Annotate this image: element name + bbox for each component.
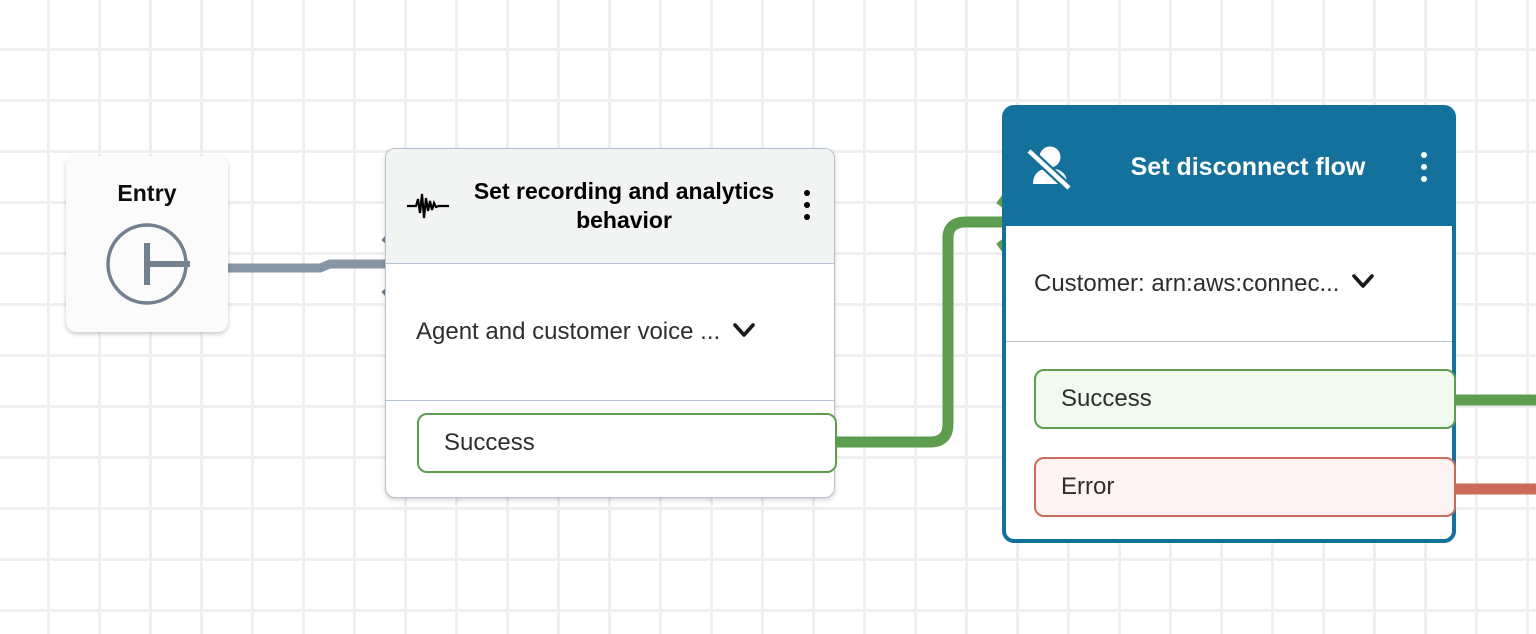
audio-waveform-icon — [406, 191, 450, 221]
node-set-disconnect-flow[interactable]: Set disconnect flow Customer: arn:aws:co… — [1002, 105, 1456, 543]
node-set-recording-and-analytics-behavior[interactable]: Set recording and analytics behavior Age… — [385, 148, 837, 498]
output-port-success[interactable]: Success — [417, 413, 837, 473]
disconnect-select-row[interactable]: Customer: arn:aws:connec... — [1006, 226, 1452, 342]
disconnect-node-title: Set disconnect flow — [1130, 152, 1366, 181]
disconnect-select-value: Customer: arn:aws:connec... — [1034, 269, 1340, 297]
node-entry[interactable]: Entry — [66, 156, 228, 332]
chevron-down-icon[interactable] — [1351, 273, 1375, 294]
disconnect-node-header: Set disconnect flow — [1005, 108, 1453, 226]
kebab-menu-icon[interactable] — [804, 190, 810, 220]
output-port-label: Error — [1061, 473, 1115, 500]
disconnect-outputs: Success Error — [1006, 342, 1456, 538]
recording-select-value: Agent and customer voice ... — [416, 318, 721, 345]
person-slash-icon — [1023, 143, 1075, 191]
kebab-menu-icon[interactable] — [1421, 152, 1427, 182]
output-port-error[interactable]: Error — [1034, 457, 1456, 517]
output-port-success[interactable]: Success — [1034, 369, 1456, 429]
entry-circle-icon — [104, 221, 190, 312]
entry-title: Entry — [117, 180, 177, 206]
output-port-label: Success — [1061, 385, 1152, 412]
chevron-down-icon[interactable] — [732, 322, 756, 343]
recording-node-header: Set recording and analytics behavior — [386, 149, 834, 264]
recording-node-title: Set recording and analytics behavior — [473, 177, 775, 233]
recording-outputs: Success — [386, 401, 837, 497]
recording-select-row[interactable]: Agent and customer voice ... — [386, 264, 834, 401]
output-port-label: Success — [444, 429, 535, 456]
